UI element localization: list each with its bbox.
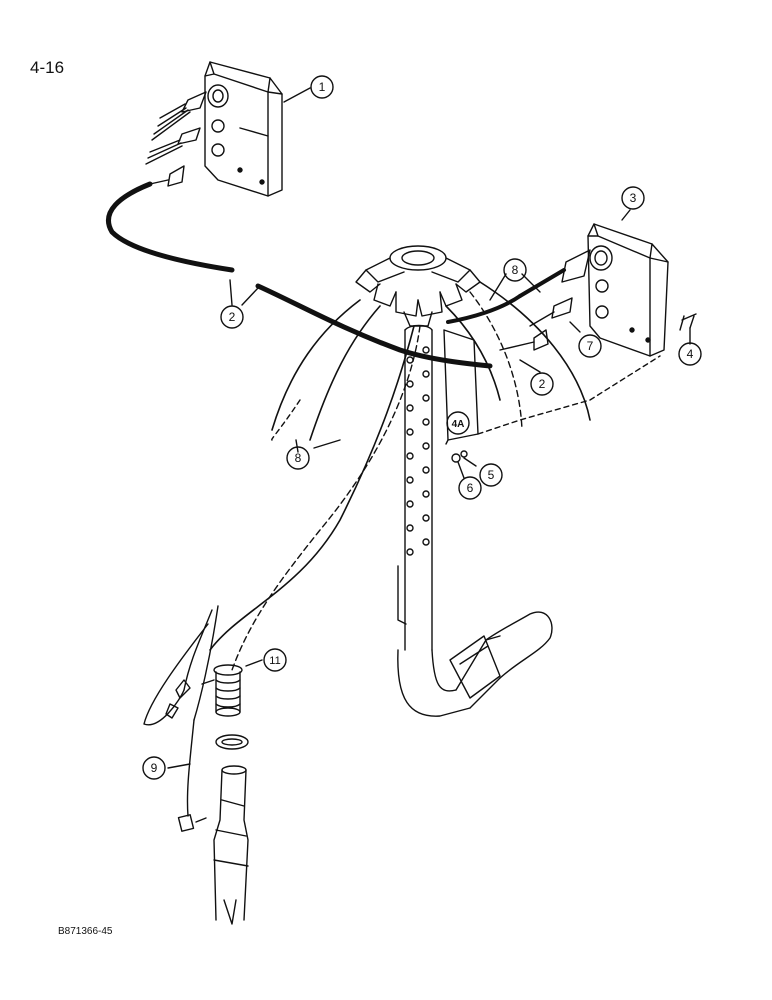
- callout-11: 11: [269, 655, 280, 667]
- callout-circle-9: [142, 756, 166, 780]
- callout-circle-2b: [530, 372, 554, 396]
- callout-circle-1: [310, 75, 334, 99]
- callout-circle-3: [621, 186, 645, 210]
- callout-7: 7: [587, 339, 594, 353]
- bolt: [679, 313, 697, 331]
- mounting-bracket: [443, 329, 661, 463]
- drawing-code: B871366-45: [58, 926, 113, 937]
- callout-circle-4: [678, 342, 702, 366]
- callout-5: 5: [488, 468, 495, 482]
- callout-3: 3: [630, 191, 637, 205]
- callout-circle-5: [479, 463, 503, 487]
- callout-circle-6: [458, 476, 482, 500]
- callout-circle-8a: [503, 258, 527, 282]
- callout-6: 6: [467, 481, 474, 495]
- page-number: 4-16: [30, 58, 65, 77]
- callout-circle-8b: [286, 446, 310, 470]
- grommet-coil: [201, 664, 249, 750]
- harness-cable-left: [105, 181, 235, 273]
- callout-4: 4: [687, 347, 694, 361]
- control-module-right: [499, 223, 669, 357]
- distribution-tube: [397, 324, 553, 717]
- callout-4a: 4A: [452, 419, 465, 430]
- callout-8a: 8: [512, 263, 519, 277]
- sensor-wire: [143, 605, 219, 832]
- callout-2a: 2: [229, 310, 236, 324]
- lower-probe: [213, 765, 249, 925]
- callout-1: 1: [319, 80, 326, 94]
- callout-9: 9: [151, 761, 158, 775]
- callout-8b: 8: [295, 451, 302, 465]
- callouts: [142, 75, 702, 780]
- callout-circle-2a: [220, 305, 244, 329]
- control-module-left: [145, 61, 283, 197]
- callout-circle-4a: [446, 411, 470, 435]
- callout-2b: 2: [539, 377, 546, 391]
- distributor-head: [355, 245, 481, 327]
- callout-circle-7: [578, 334, 602, 358]
- callout-circle-11: [263, 648, 287, 672]
